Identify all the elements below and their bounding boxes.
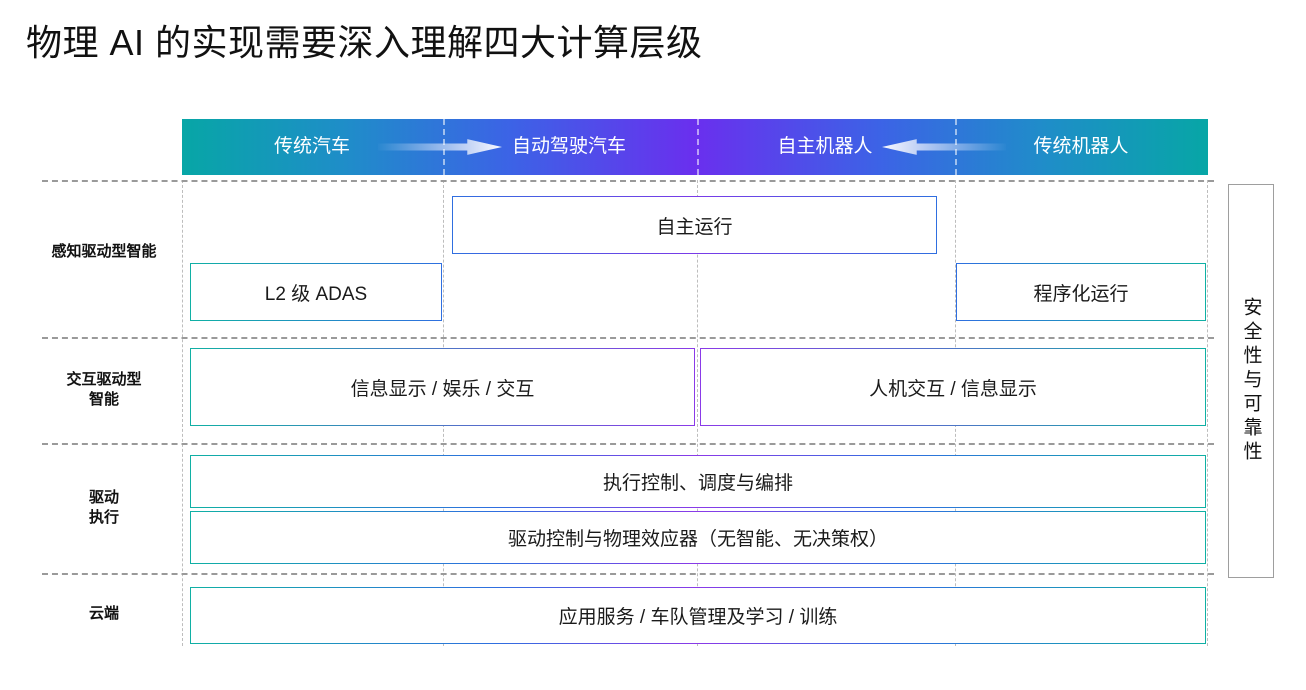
box-execution-control[interactable]: 执行控制、调度与编排 bbox=[190, 455, 1206, 508]
safety-reliability-label: 安全性与可靠性 bbox=[1240, 297, 1262, 465]
row-divider-top bbox=[42, 180, 1214, 182]
column-divider-4 bbox=[1207, 180, 1208, 646]
row-label-actuation-execution: 驱动 执行 bbox=[30, 488, 178, 528]
box-actuation-control[interactable]: 驱动控制与物理效应器（无智能、无决策权） bbox=[190, 511, 1206, 564]
layer-grid: 感知驱动型智能 交互驱动型 智能 驱动 执行 云端 自主运行 L2 级 ADAS… bbox=[42, 180, 1214, 646]
box-actuation-control-label: 驱动控制与物理效应器（无智能、无决策权） bbox=[191, 512, 1205, 563]
row-divider-2 bbox=[42, 443, 1214, 445]
row-divider-3 bbox=[42, 573, 1214, 575]
row-label-line: 感知驱动型智能 bbox=[51, 243, 157, 260]
box-programmed-operation-label: 程序化运行 bbox=[957, 264, 1205, 320]
band-label-traditional-robot: 传统机器人 bbox=[1033, 136, 1129, 157]
row-label-cloud: 云端 bbox=[30, 604, 178, 624]
box-hmi-display[interactable]: 人机交互 / 信息显示 bbox=[700, 348, 1206, 426]
header-gradient-band: 传统汽车 自动驾驶汽车 自主机器人 传统机器人 bbox=[182, 119, 1208, 175]
column-divider-2 bbox=[697, 180, 698, 646]
box-cloud-services[interactable]: 应用服务 / 车队管理及学习 / 训练 bbox=[190, 587, 1206, 644]
box-autonomous-operation-label: 自主运行 bbox=[453, 197, 936, 253]
box-infotainment-label: 信息显示 / 娱乐 / 交互 bbox=[191, 349, 694, 425]
band-divider-3 bbox=[955, 119, 957, 175]
box-cloud-services-label: 应用服务 / 车队管理及学习 / 训练 bbox=[191, 588, 1205, 643]
column-divider-0 bbox=[182, 180, 183, 646]
row-label-line: 云端 bbox=[88, 605, 119, 622]
row-divider-1 bbox=[42, 337, 1214, 339]
page-title: 物理 AI 的实现需要深入理解四大计算层级 bbox=[26, 22, 703, 63]
band-label-autonomous-robot: 自主机器人 bbox=[777, 136, 873, 157]
row-label-interaction-driven-intelligence: 交互驱动型 智能 bbox=[30, 370, 178, 410]
row-label-line: 智能 bbox=[88, 391, 119, 408]
box-execution-control-label: 执行控制、调度与编排 bbox=[191, 456, 1205, 507]
box-l2-adas[interactable]: L2 级 ADAS bbox=[190, 263, 442, 321]
band-divider-2 bbox=[697, 119, 699, 175]
box-autonomous-operation[interactable]: 自主运行 bbox=[452, 196, 937, 254]
box-l2-adas-label: L2 级 ADAS bbox=[191, 264, 441, 320]
box-infotainment[interactable]: 信息显示 / 娱乐 / 交互 bbox=[190, 348, 695, 426]
band-label-traditional-car: 传统汽车 bbox=[273, 136, 350, 157]
row-label-line: 执行 bbox=[88, 509, 119, 526]
row-label-line: 交互驱动型 bbox=[66, 371, 142, 388]
band-label-autonomous-car: 自动驾驶汽车 bbox=[511, 136, 626, 157]
safety-reliability-panel: 安全性与可靠性 bbox=[1228, 184, 1274, 578]
row-label-perception-driven-intelligence: 感知驱动型智能 bbox=[30, 242, 178, 262]
box-hmi-display-label: 人机交互 / 信息显示 bbox=[701, 349, 1205, 425]
row-label-line: 驱动 bbox=[88, 489, 119, 506]
band-divider-1 bbox=[443, 119, 445, 175]
box-programmed-operation[interactable]: 程序化运行 bbox=[956, 263, 1206, 321]
